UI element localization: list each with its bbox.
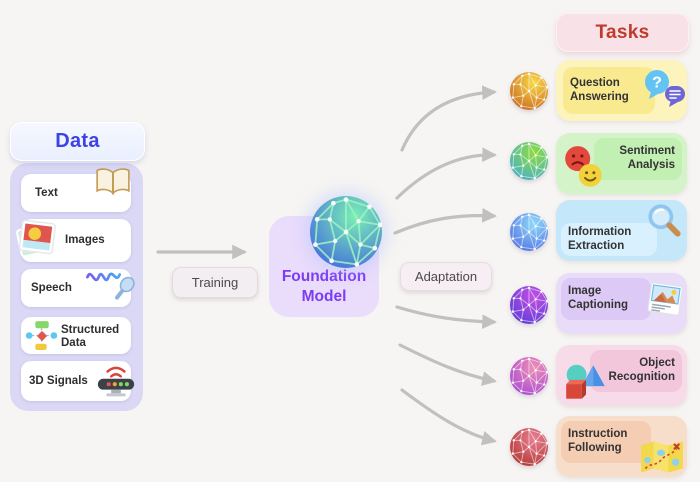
task-card-sentiment-analysis: Sentiment Analysis	[556, 133, 687, 194]
task-sphere-information-extraction	[510, 213, 548, 251]
adaptation-label: Adaptation	[400, 262, 492, 291]
flowchart-icon	[25, 321, 58, 350]
data-item-structured-data: Structured Data	[21, 317, 131, 354]
task-sphere-image-captioning	[510, 286, 548, 324]
photo-caption-icon	[647, 282, 683, 316]
task-sphere-sentiment-analysis	[510, 142, 548, 180]
task-label-box: Sentiment Analysis	[594, 138, 682, 180]
task-label: Image Captioning	[568, 285, 629, 311]
adaptation-arrow-4	[395, 305, 497, 330]
data-item-speech: Speech	[21, 269, 135, 307]
data-item-label: Structured Data	[61, 324, 120, 350]
task-card-instruction-following: Instruction Following	[556, 416, 687, 477]
map-route-icon	[641, 441, 683, 473]
magnifier-icon	[648, 204, 681, 237]
adaptation-label-text: Adaptation	[414, 269, 478, 284]
data-item-label: Images	[65, 234, 105, 246]
adaptation-arrow-2	[395, 147, 497, 200]
foundation-model-sphere-icon	[310, 196, 382, 268]
adaptation-arrow-3	[393, 208, 497, 235]
chat-bubbles-icon: ?	[645, 70, 685, 107]
task-label: Instruction Following	[568, 428, 628, 454]
task-label-box: Instruction Following	[561, 421, 651, 463]
adaptation-arrow-5	[398, 343, 497, 386]
tasks-section-header: Tasks	[556, 13, 689, 52]
task-card-information-extraction: Information Extraction	[556, 200, 687, 261]
task-label-box: Object Recognition	[590, 350, 682, 392]
training-label-text: Training	[191, 275, 239, 290]
data-header-label: Data	[55, 130, 100, 152]
svg-text:?: ?	[652, 75, 662, 92]
task-label-box: Image Captioning	[561, 278, 651, 320]
data-item-text: Text	[21, 168, 131, 212]
task-sphere-instruction-following	[510, 428, 548, 466]
data-item-images: Images	[16, 219, 131, 262]
task-label: Object Recognition	[608, 357, 675, 383]
task-label-box: Information Extraction	[561, 223, 657, 256]
task-label-box: Question Answering	[563, 67, 655, 114]
task-label: Question Answering	[570, 76, 629, 103]
adaptation-arrow-1	[400, 85, 497, 152]
data-item-label: Speech	[31, 282, 72, 294]
3d-shapes-icon	[566, 364, 605, 399]
data-item-label: Text	[35, 187, 58, 199]
data-item-3d-signals: 3D Signals	[21, 361, 135, 401]
sensor-icon	[97, 366, 135, 397]
speech-wave-mic-icon	[86, 272, 135, 300]
adaptation-arrow-6	[400, 388, 497, 446]
task-sphere-question-answering	[510, 72, 548, 110]
task-label: Information Extraction	[568, 225, 632, 252]
book-icon	[96, 168, 130, 196]
foundation-model-label: Foundation Model	[281, 268, 367, 305]
photos-icon	[16, 219, 56, 258]
data-section-header: Data	[10, 122, 145, 161]
task-card-image-captioning: Image Captioning	[556, 273, 687, 334]
task-card-question-answering: Question Answering ?	[556, 60, 687, 121]
task-card-object-recognition: Object Recognition	[556, 345, 687, 406]
data-item-label: 3D Signals	[29, 375, 88, 387]
tasks-header-label: Tasks	[595, 21, 650, 43]
training-label: Training	[172, 267, 258, 298]
task-label: Sentiment Analysis	[619, 145, 675, 171]
emotion-faces-icon	[565, 146, 602, 187]
task-sphere-object-recognition	[510, 357, 548, 395]
data-panel: Text Images	[10, 163, 143, 411]
